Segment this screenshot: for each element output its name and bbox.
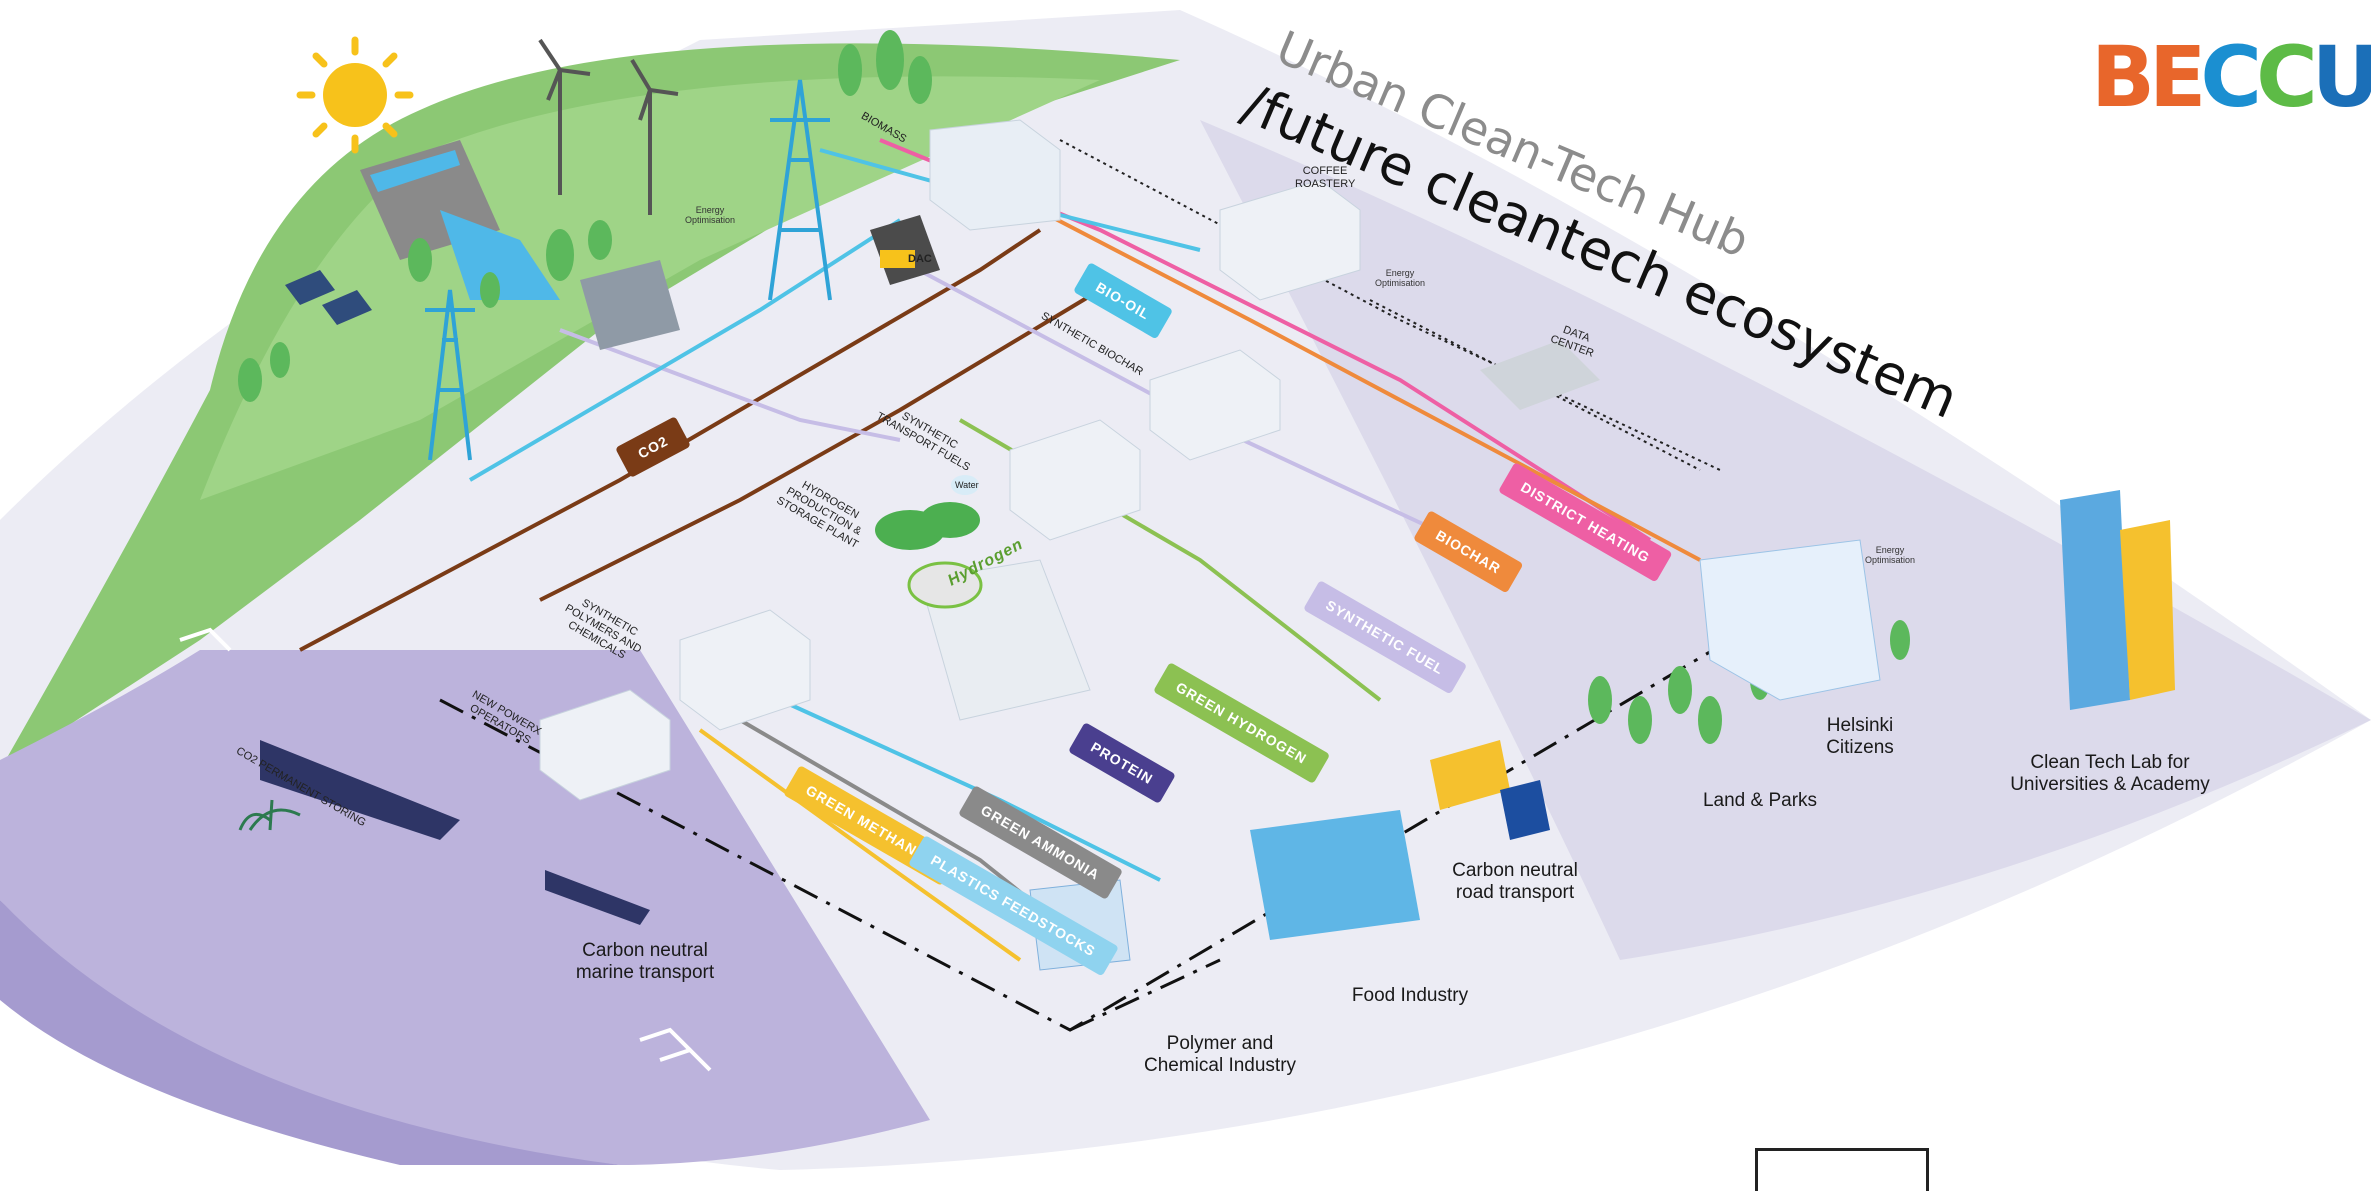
ecosystem-boundary-2 [1069, 958, 1221, 1032]
blue-pipe [468, 218, 902, 482]
biochar-pipe [999, 188, 1701, 562]
marine-transport-label: Carbon neutral marine transport [575, 940, 715, 983]
truck-icon [1430, 740, 1550, 840]
data-link-lines [1059, 139, 1721, 471]
co2-pipe [299, 228, 1042, 652]
helsinki-citizens-label: Helsinki Citizens [1826, 715, 1894, 758]
partial-box [1755, 1148, 1929, 1191]
energy-optimisation-label-3: Energy Optimisation [1864, 545, 1916, 565]
sun-icon [296, 36, 414, 154]
dac-label: DAC [908, 253, 932, 265]
water-label: Water [955, 480, 979, 490]
solar-panel-icon [285, 270, 372, 325]
energy-optimisation-label-1: Energy Optimisation [684, 205, 736, 225]
beccu-logo: BECCU [2091, 28, 2371, 126]
sea-area [0, 650, 930, 1165]
bird-icons [179, 627, 712, 1072]
ship-icon [260, 740, 650, 925]
clean-tech-lab-label: Clean Tech Lab for Universities & Academ… [2010, 752, 2210, 795]
methanol-pipe [698, 728, 1022, 962]
coffee-roastery-label: COFFEE ROASTERY [1295, 165, 1356, 191]
sea-shade [0, 900, 620, 1165]
hydrogen-tank-icon [907, 561, 983, 609]
road-transport-label: Carbon neutral road transport [1452, 860, 1578, 903]
building-icons [539, 119, 2175, 971]
land-parks-label: Land & Parks [1702, 790, 1818, 811]
polymer-industry-label: Polymer and Chemical Industry [1143, 1033, 1297, 1076]
wind-turbine-icon [538, 38, 679, 215]
food-industry-label: Food Industry [1351, 985, 1469, 1006]
green-hill [0, 43, 1180, 771]
tree-icons [238, 30, 1910, 744]
co2-pipe-2 [539, 288, 1102, 602]
seedling-icon [238, 799, 301, 831]
energy-optimisation-label-2: Energy Optimisation [1374, 268, 1426, 288]
electric-pylon-icon [425, 79, 832, 461]
ground-shade [1200, 120, 2371, 960]
hydro-dam-icon [360, 140, 560, 300]
